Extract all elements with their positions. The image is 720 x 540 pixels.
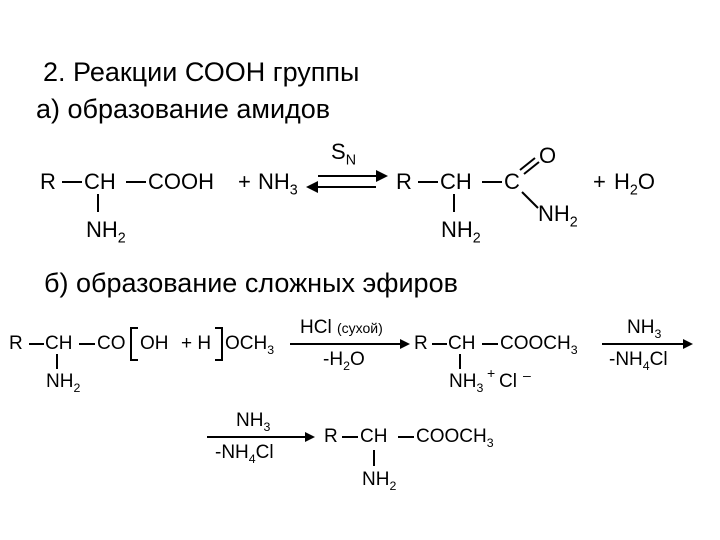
arrow-label-sn: SN	[331, 139, 357, 169]
b-r3: R	[324, 426, 338, 447]
salt-cl: Cl	[499, 371, 517, 392]
water: H2O	[614, 169, 655, 199]
b-cooch3-3: COOCH3	[416, 426, 494, 450]
product-ch-nh2: NH2	[441, 217, 481, 247]
b-ch2: CH	[448, 333, 476, 354]
reactant-r: R	[40, 169, 56, 194]
product-c: C	[504, 169, 520, 194]
b-r1: R	[9, 333, 23, 354]
b-ch1: CH	[45, 333, 73, 354]
bond-c-o-2	[523, 161, 540, 175]
product-ch: CH	[440, 169, 472, 194]
b-co: CO	[97, 333, 126, 354]
arrow-back-head	[306, 181, 318, 193]
product-r: R	[396, 169, 412, 194]
product-amide-nh2: NH2	[538, 201, 578, 231]
arrow3-bottom: -NH4Cl	[215, 442, 274, 466]
arrow2-top: NH3	[627, 317, 662, 341]
product-o: O	[539, 143, 557, 168]
b-r2: R	[414, 333, 428, 354]
b-och3: OCH3	[225, 333, 275, 357]
arrow2-head	[683, 339, 693, 349]
b-nh3-salt: NH3	[449, 371, 484, 395]
reactant-cooh: COOH	[148, 169, 214, 194]
bond-c-o-1	[519, 157, 536, 171]
arrow1-bottom: -H2O	[323, 349, 365, 373]
heading-amides: а) образование амидов	[36, 94, 331, 124]
b-cooch3-2: COOCH3	[500, 333, 578, 357]
b-oh: OH	[140, 333, 169, 354]
b-plus-h: + H	[181, 333, 212, 354]
arrow-forward-head	[376, 170, 388, 182]
b-nh2-1: NH2	[46, 371, 81, 395]
b-ch3: CH	[360, 426, 388, 447]
arrow1-top: HCl (сухой)	[300, 317, 383, 338]
salt-minus: –	[523, 367, 531, 383]
b-nh2-3: NH2	[362, 469, 397, 493]
arrow3-head	[305, 432, 315, 442]
arrow2-bottom: -NH4Cl	[609, 349, 668, 373]
arrow1-head	[400, 339, 410, 349]
reactant-ch: CH	[84, 169, 116, 194]
page-title: 2. Реакции СООН группы	[43, 57, 360, 87]
arrow3-top: NH3	[236, 410, 271, 434]
reactant-nh2: NH2	[86, 217, 126, 247]
salt-plus: +	[487, 365, 496, 381]
bond-c-nh2	[521, 191, 539, 209]
heading-esters: б) образование сложных эфиров	[44, 268, 458, 298]
plus-sign: +	[238, 169, 251, 194]
reagent-nh3: NH3	[258, 169, 298, 199]
plus-sign-2: +	[593, 169, 606, 194]
